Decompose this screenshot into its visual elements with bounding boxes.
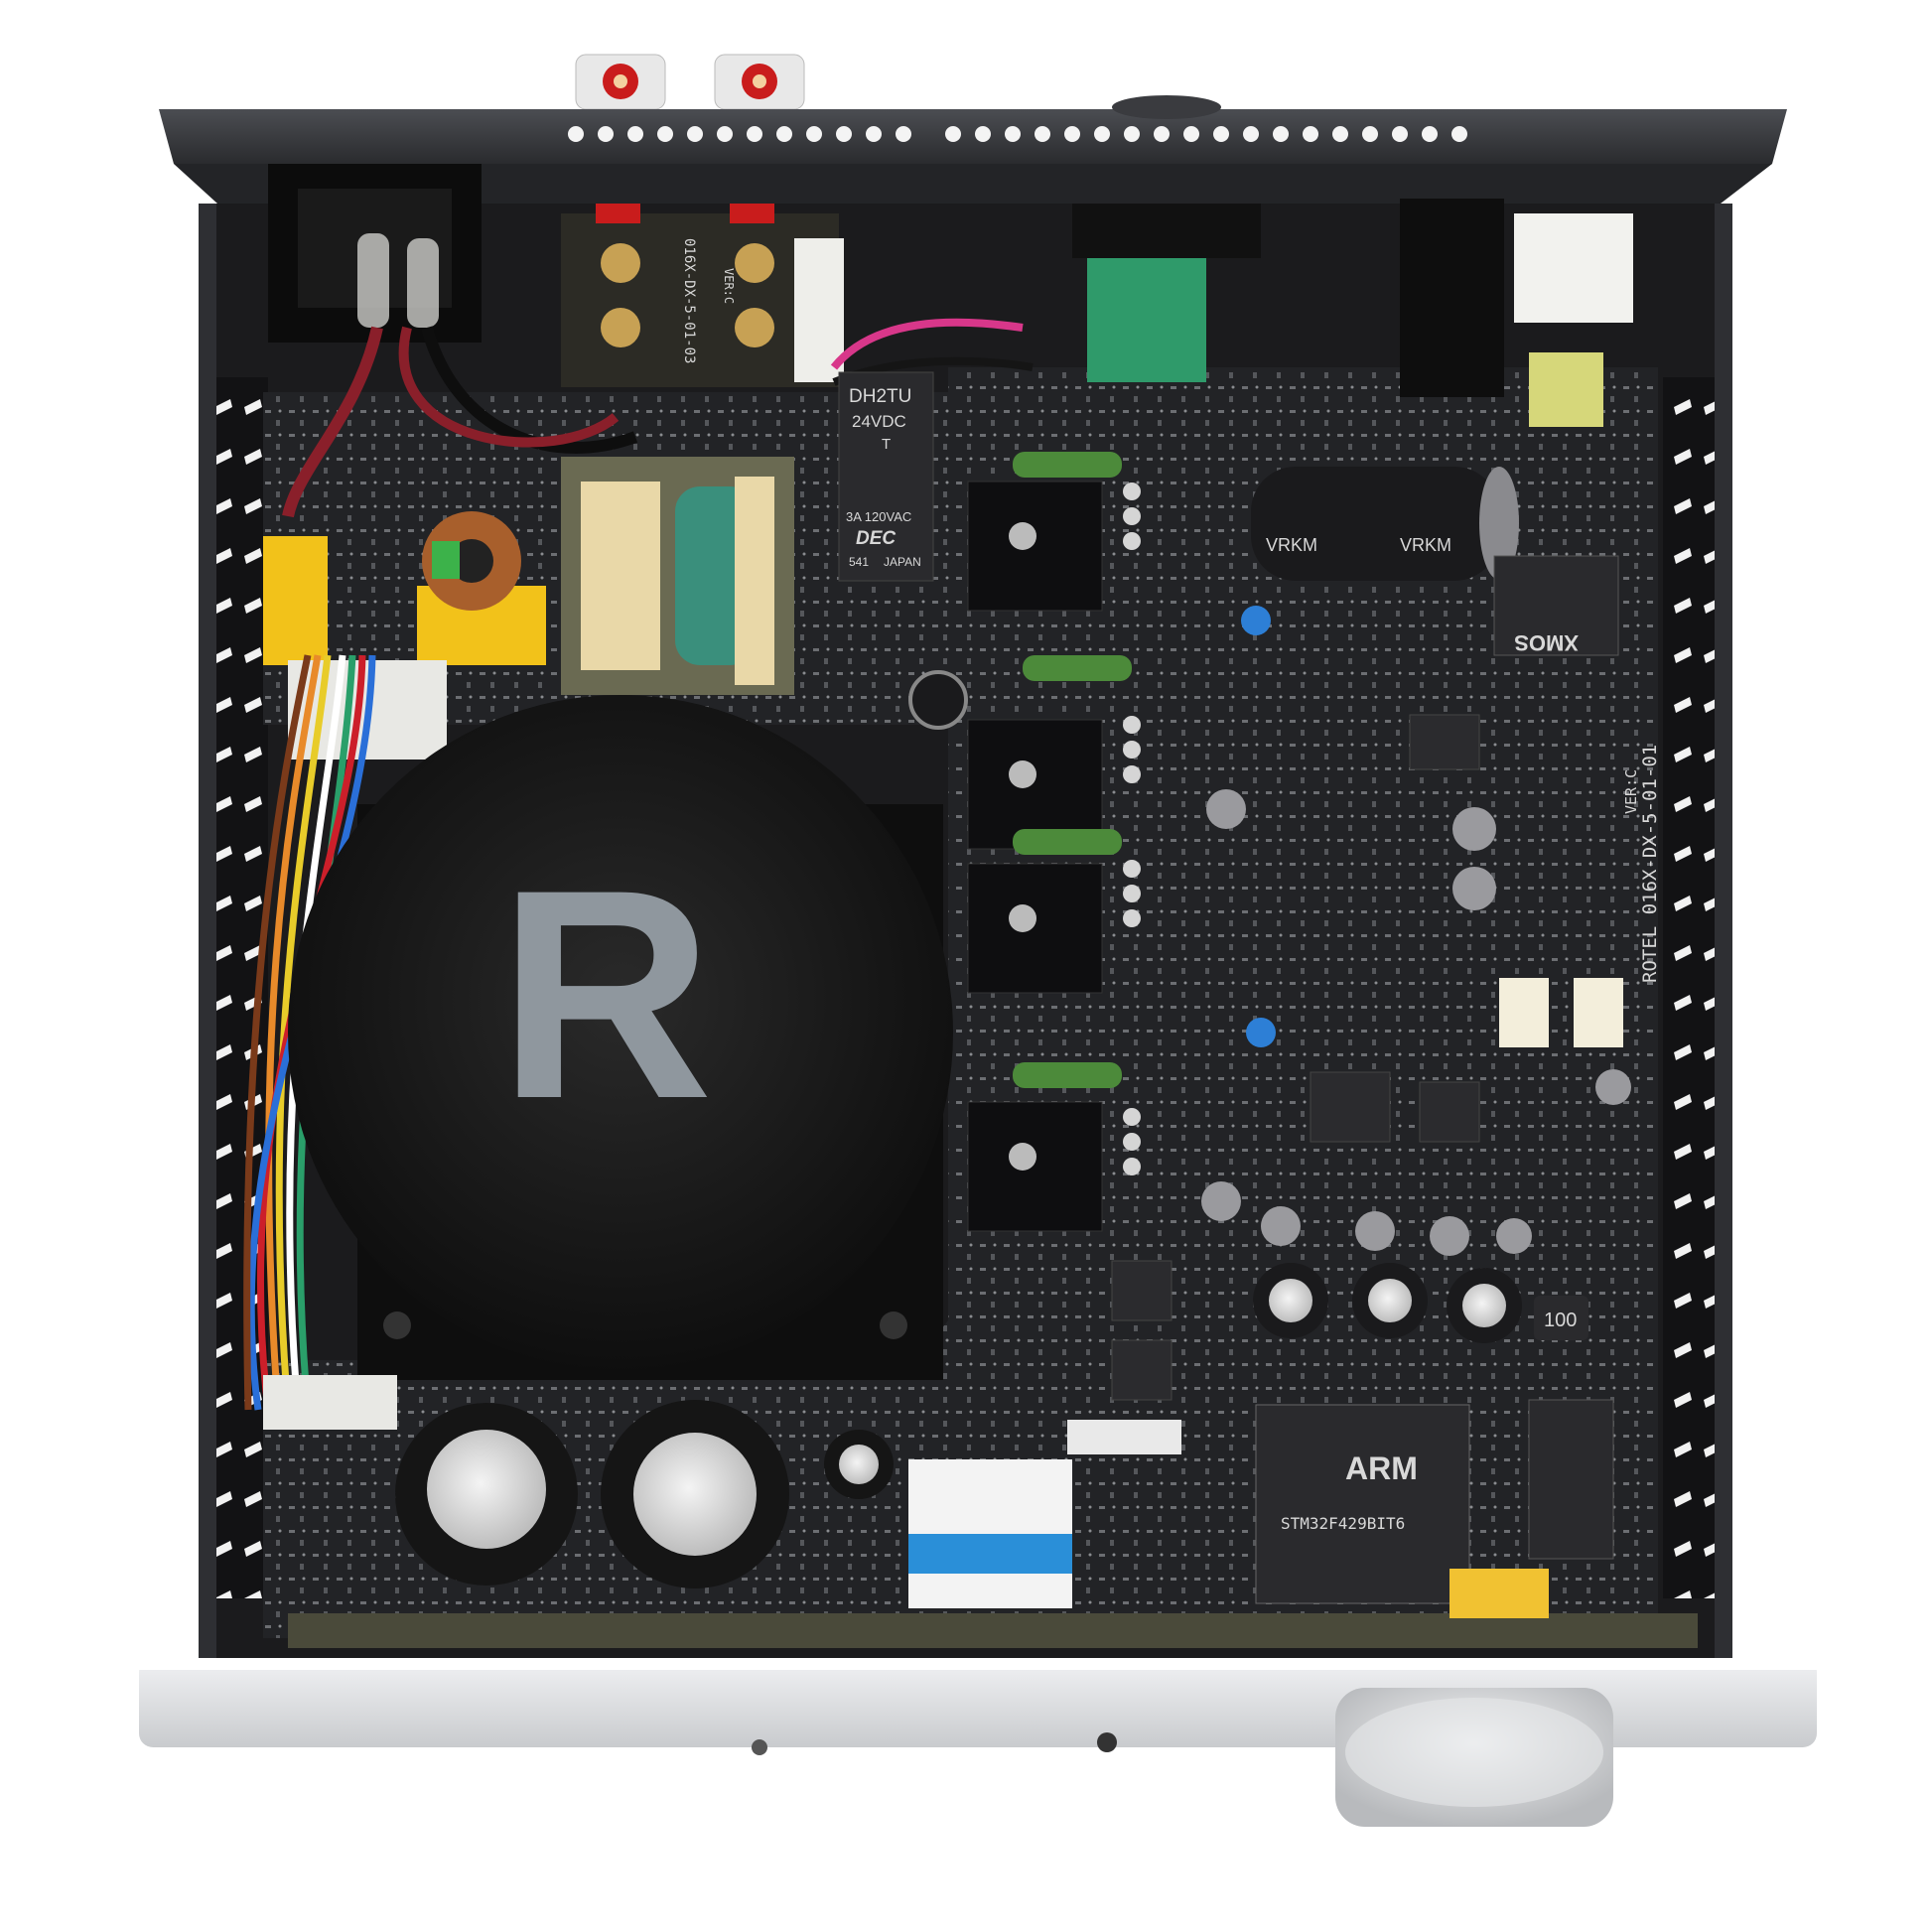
board-ver-label: VER:C (1622, 769, 1640, 814)
rca-input-board: 016X-DX-5-01-03 VER:C (561, 204, 844, 387)
arm-microcontroller: ARM STM32F429BIT6 (1255, 1404, 1470, 1604)
right-side-wall-vents (1663, 377, 1723, 1598)
cap-brand-1: VRKM (1266, 535, 1317, 555)
common-mode-choke (422, 511, 521, 611)
sub-board-ver: VER:C (722, 268, 736, 304)
relay-t: T (882, 436, 891, 453)
relay-country: JAPAN (884, 555, 921, 569)
usb-jack (1400, 199, 1504, 397)
rotel-r-logo: R (498, 827, 714, 1161)
mains-wires (282, 326, 383, 518)
speaker-binding-posts (575, 54, 805, 110)
relay-model: DH2TU (849, 386, 911, 407)
cap-brand-2: VRKM (1400, 535, 1451, 555)
integrated-circuits (1111, 714, 1480, 1401)
power-resistors (1013, 452, 1132, 1088)
front-panel-board (288, 1613, 1698, 1648)
signal-relay-2 (1574, 978, 1623, 1047)
amplifier-output-stage (967, 481, 1141, 1232)
speaker-wire-pink (830, 318, 1024, 370)
rca-jack-icon (601, 243, 640, 283)
relay-code: 541 (849, 555, 869, 569)
mcu-brand: ARM (1345, 1450, 1418, 1486)
relay-voltage: 24VDC (852, 412, 906, 431)
ribbon-cable (908, 1459, 1072, 1608)
power-relay: DH2TU 24VDC T 3A 120VAC DEC 541 JAPAN (838, 371, 934, 582)
relay-rating: 3A 120VAC (846, 509, 911, 524)
iec-power-inlet (268, 164, 482, 343)
rear-panel-vent-holes (568, 126, 1467, 142)
usb-chip-label: XMOS (1514, 630, 1579, 655)
inductor: 100 (1534, 1296, 1588, 1340)
volume-knob-icon (1335, 1688, 1613, 1827)
trimmer-pot-1 (1241, 606, 1271, 635)
filter-capacitor-horizontal: VRKM VRKM (1251, 467, 1519, 581)
mcu-part: STM32F429BIT6 (1281, 1514, 1405, 1533)
small-electrolytic-caps (908, 670, 1631, 1256)
auxiliary-transformer (561, 457, 794, 695)
rear-panel (159, 109, 1787, 164)
ac-trigger-connector (1514, 213, 1633, 427)
inductor-label: 100 (1544, 1310, 1577, 1331)
toroidal-transformer: R (288, 695, 953, 1380)
trimmer-pot-2 (1246, 1018, 1276, 1047)
x-capacitor-1 (263, 536, 328, 665)
sub-board-id: 016X-DX-5-01-03 (681, 238, 697, 363)
display-controller-chip (1528, 1399, 1614, 1560)
wire-harness-connector (263, 1375, 397, 1430)
signal-relay-1 (1499, 978, 1549, 1047)
main-filter-capacitors (395, 1400, 894, 1588)
wireless-module (1087, 248, 1206, 382)
supply-capacitors (1253, 1263, 1522, 1343)
board-id-label: ROTEL 016X-DX-5-01-01 (1639, 745, 1661, 983)
xmos-usb-chip: XMOS (1493, 555, 1619, 656)
relay-brand: DEC (856, 528, 896, 549)
white-header-connector (1067, 1420, 1181, 1454)
